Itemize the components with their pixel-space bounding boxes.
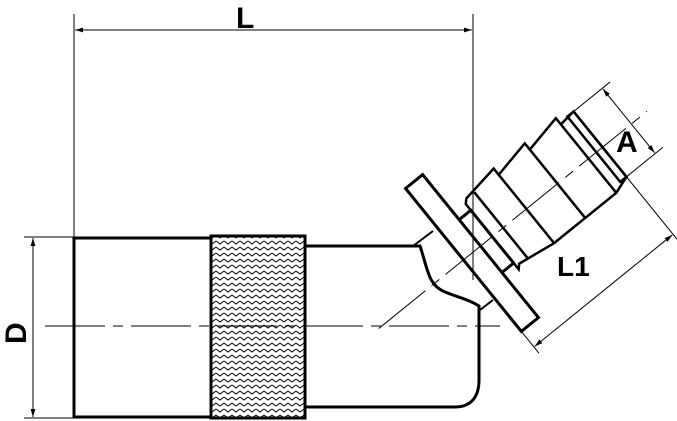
- hose-barb: [378, 81, 677, 354]
- label-L1: L1: [557, 251, 590, 282]
- flange: [403, 172, 541, 334]
- elbow-body: [305, 244, 481, 409]
- sleeve: [72, 236, 213, 419]
- label-D: D: [0, 322, 33, 344]
- knurled-nut: [209, 234, 307, 420]
- label-A: A: [616, 126, 638, 159]
- dimension-D: [24, 236, 74, 419]
- label-L: L: [236, 2, 254, 35]
